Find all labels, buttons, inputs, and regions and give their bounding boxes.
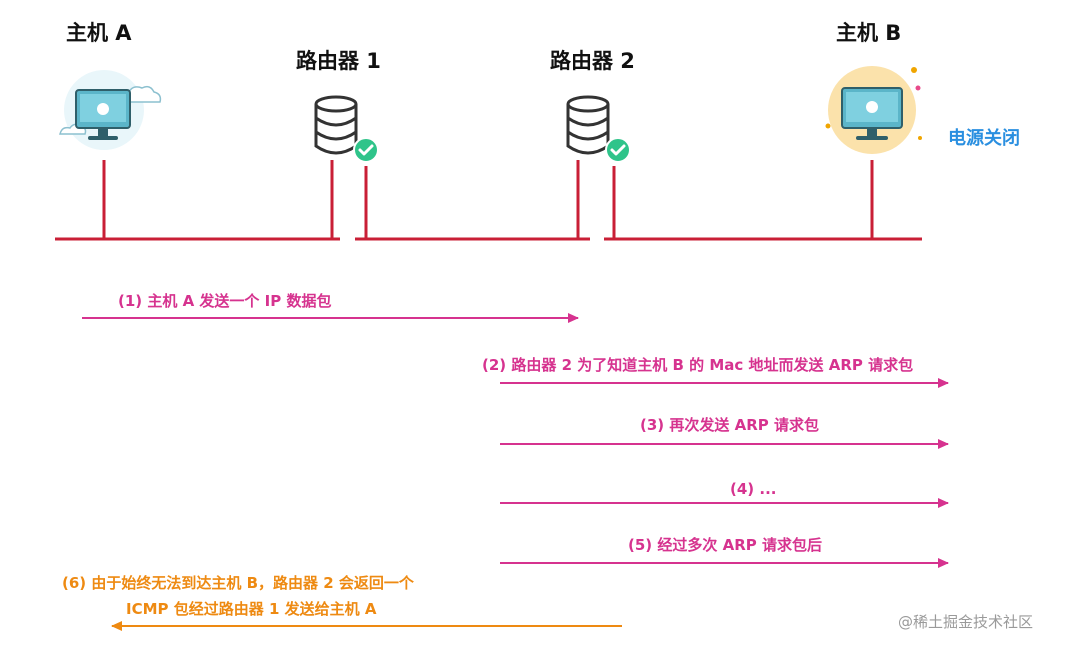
router-2-label: 路由器 2 xyxy=(550,49,635,73)
database-icon xyxy=(566,95,610,155)
step-4-label: (4) ... xyxy=(730,480,777,498)
router-1-label: 路由器 1 xyxy=(296,49,381,73)
check-circle-icon xyxy=(353,137,379,163)
power-off-status: 电源关闭 xyxy=(948,128,1020,149)
step-5-label: (5) 经过多次 ARP 请求包后 xyxy=(628,536,822,554)
step-1-label: (1) 主机 A 发送一个 IP 数据包 xyxy=(118,292,332,310)
host-b-label: 主机 B xyxy=(836,21,902,45)
step-3-label: (3) 再次发送 ARP 请求包 xyxy=(640,416,819,434)
watermark: @稀土掘金技术社区 xyxy=(898,613,1034,631)
step-6-label-line2: ICMP 包经过路由器 1 发送给主机 A xyxy=(126,600,377,618)
step-6-label-line1: (6) 由于始终无法到达主机 B，路由器 2 会返回一个 xyxy=(62,574,414,592)
check-circle-icon xyxy=(605,137,631,163)
message-arrows xyxy=(82,313,949,631)
database-icon xyxy=(314,95,358,155)
computer-icon xyxy=(59,70,162,150)
host-a-label: 主机 A xyxy=(66,21,132,45)
network-segments xyxy=(55,160,922,241)
step-2-label: (2) 路由器 2 为了知道主机 B 的 Mac 地址而发送 ARP 请求包 xyxy=(482,356,914,374)
computer-icon xyxy=(825,66,922,154)
